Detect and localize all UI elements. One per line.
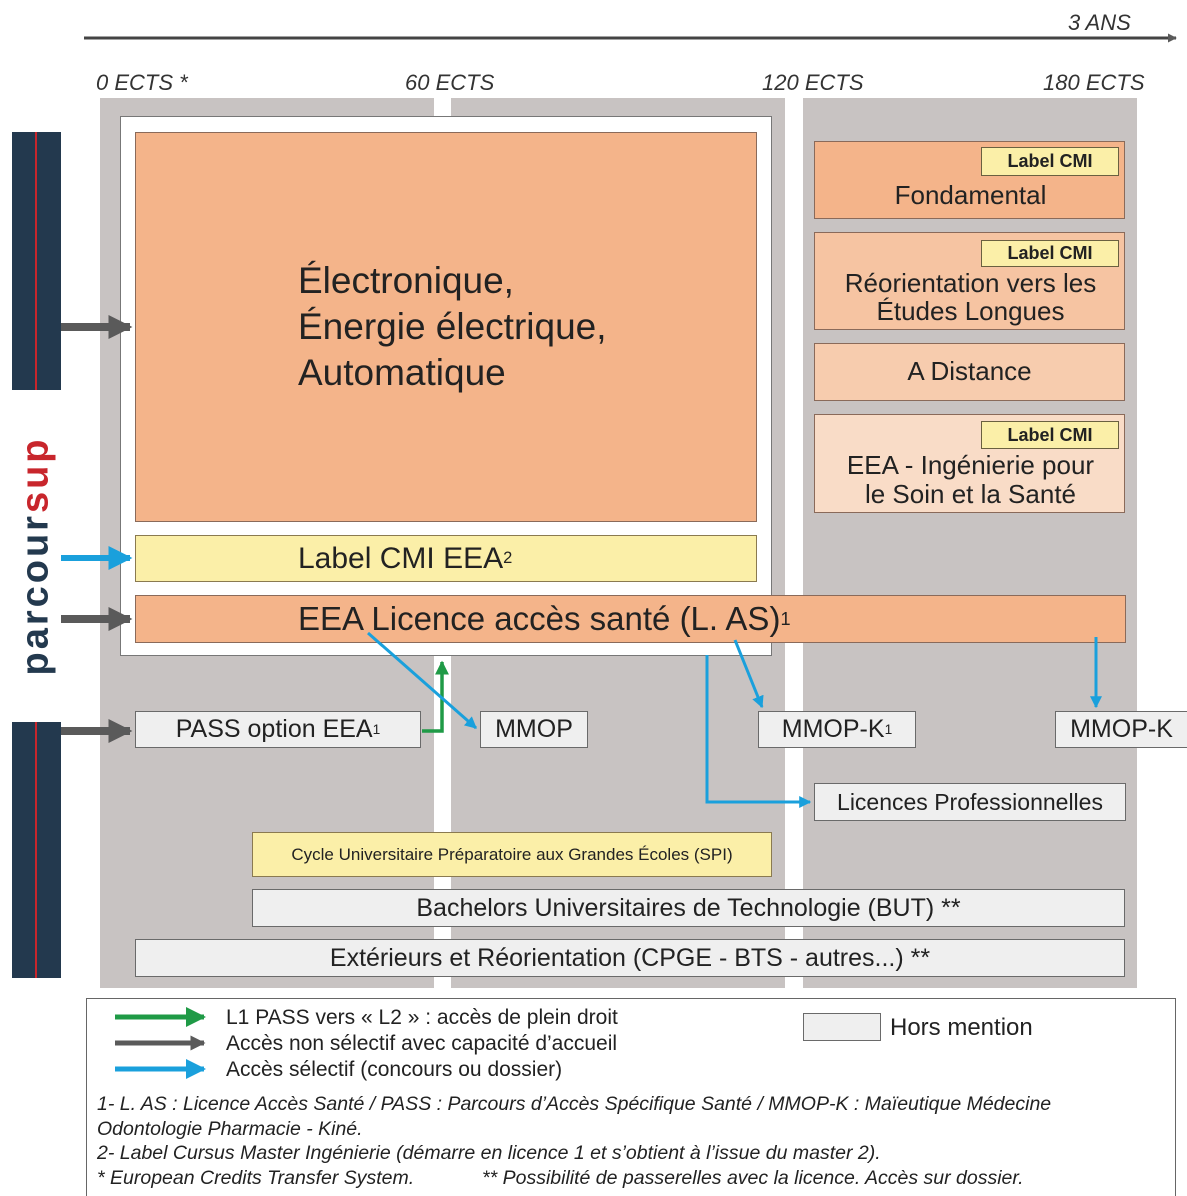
parcours-fondamental[interactable]: Label CMI Fondamental [814,141,1125,219]
reorientation-line-2: Études Longues [876,296,1065,327]
hors-mention-swatch [803,1013,881,1041]
note-3b: ** Possibilité de passerelles avec la li… [482,1167,1024,1189]
hors-mention-label: Hors mention [890,1014,1033,1041]
mention-line-3: Automatique [298,352,506,394]
label-cmi-badge-3: Label CMI [981,421,1119,449]
note-1: 1- L. AS : Licence Accès Santé / PASS : … [97,1093,1052,1140]
pass-text: PASS option EEA [175,715,373,744]
mmop-k-box-2[interactable]: MMOP-K [1055,711,1187,748]
label-cmi-badge-1: Label CMI [981,147,1119,176]
legend-dark-text: Accès non sélectif avec capacité d’accue… [226,1032,618,1055]
label-cmi-eea-text: Label CMI EEA [298,541,504,575]
licence-acces-sante-note: 1 [780,608,791,629]
exterieurs-reorientation[interactable]: Extérieurs et Réorientation (CPGE - BTS … [135,939,1125,977]
licences-professionnelles[interactable]: Licences Professionnelles [814,783,1126,821]
mention-line-1: Électronique, [298,259,514,301]
fondamental-label: Fondamental [894,180,1047,210]
cycle-spi[interactable]: Cycle Universitaire Préparatoire aux Gra… [252,832,772,877]
legend-blue-text: Accès sélectif (concours ou dossier) [226,1058,563,1081]
licence-acces-sante-text: EEA Licence accès santé (L. AS) [298,600,781,637]
mmop-box[interactable]: MMOP [480,711,588,748]
legend-green-text: L1 PASS vers « L2 » : accès de plein dro… [226,1006,618,1029]
pass-note: 1 [372,721,381,737]
parcours-ingenierie-sante[interactable]: Label CMI EEA - Ingénierie pour le Soin … [814,414,1125,513]
parcours-distance[interactable]: A Distance [814,343,1125,401]
las-to-mmop [367,631,477,730]
ingenierie-line-1: EEA - Ingénierie pour [846,450,1095,480]
legend-panel: L1 PASS vers « L2 » : accès de plein dro… [86,998,1176,1196]
las-to-lp [705,655,812,808]
las-to-mmopk-1 [733,639,764,709]
parcoursup-logo-panel: parcoursup [12,390,61,722]
ects-60-label: 60 ECTS [405,70,495,95]
label-cmi-badge-2: Label CMI [981,240,1119,267]
mention-box[interactable]: Électronique, Énergie électrique, Automa… [135,132,757,522]
bachelors-but[interactable]: Bachelors Universitaires de Technologie … [252,889,1125,927]
mmop-k-1-text: MMOP-K [781,715,885,744]
ects-0-label: 0 ECTS * [96,70,188,95]
note-3a: * European Credits Transfer System. [97,1167,415,1189]
ingenierie-line-2: le Soin et la Santé [864,479,1077,510]
ects-180-label: 180 ECTS [1043,70,1145,95]
mmop-k-1-note: 1 [884,721,893,737]
ects-120-label: 120 ECTS [762,70,864,95]
parcoursup-banner[interactable]: parcoursup [12,132,61,978]
licence-acces-sante[interactable]: EEA Licence accès santé (L. AS)1 [135,595,1126,643]
ingenierie-label: EEA - Ingénierie pour le Soin et la Sant… [815,450,1126,510]
mention-line-2: Énergie électrique, [298,305,607,347]
reorientation-line-1: Réorientation vers les [844,268,1097,298]
reorientation-label: Réorientation vers les Études Longues [815,269,1126,325]
duration-label: 3 ANS [1068,10,1131,35]
parcours-reorientation[interactable]: Label CMI Réorientation vers les Études … [814,232,1125,330]
label-cmi-eea-note: 2 [503,549,513,567]
green-pass-to-l2 [422,660,449,733]
note-2: 2- Label Cursus Master Ingénierie (démar… [97,1142,881,1164]
